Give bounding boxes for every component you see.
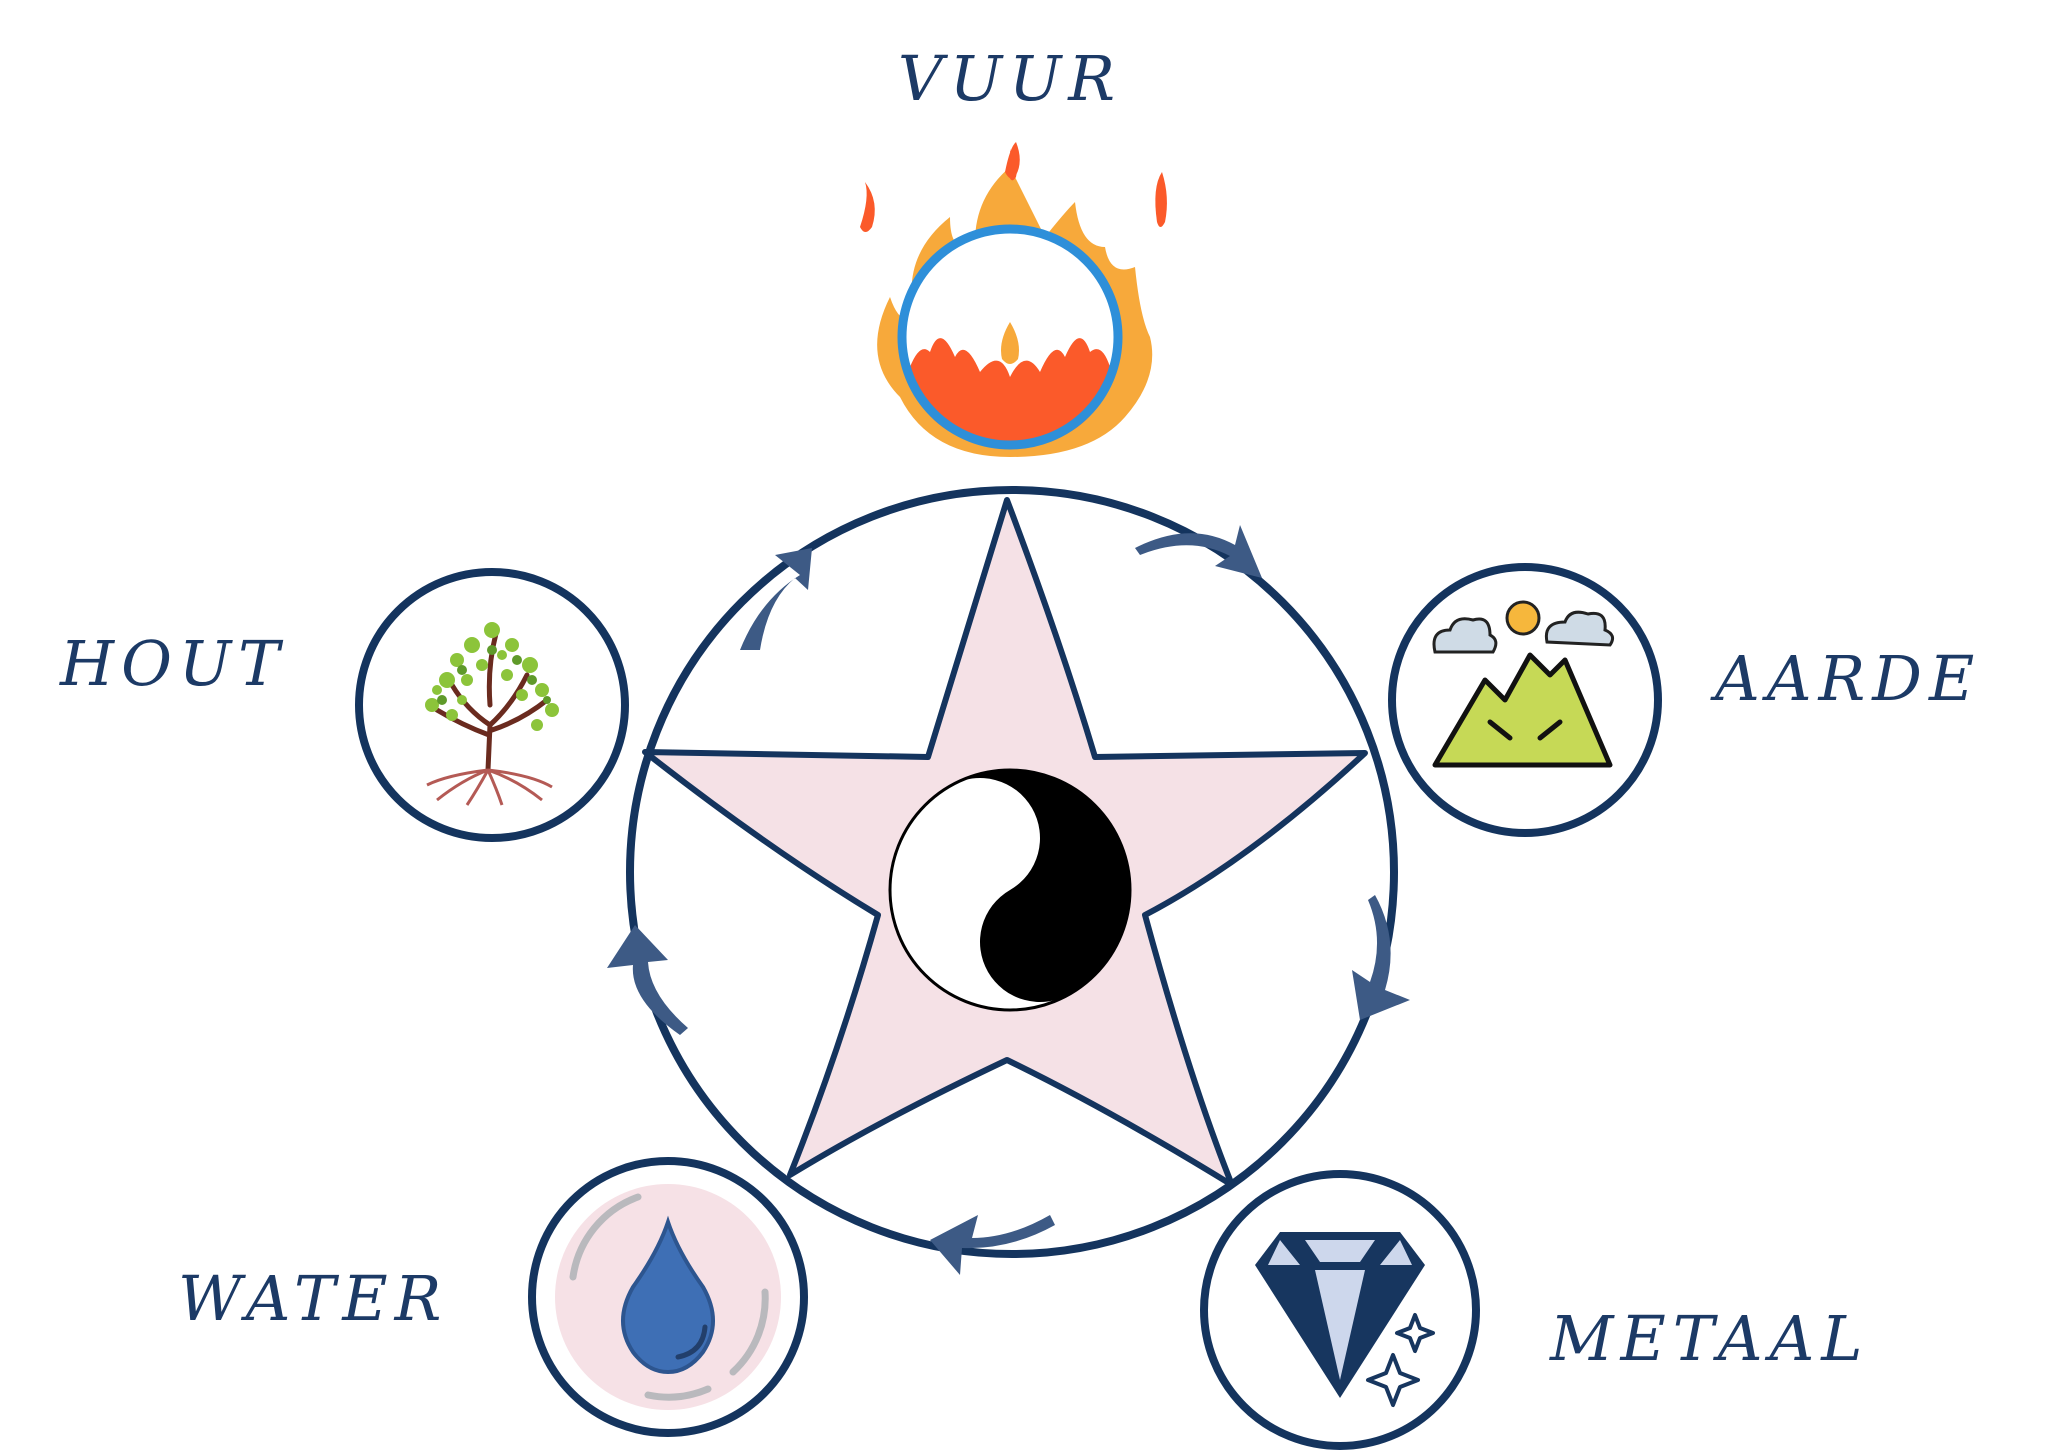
label-wood: HOUT xyxy=(59,627,287,700)
label-metal: METAAL xyxy=(1549,1302,1869,1375)
water-node xyxy=(528,1157,808,1437)
water-drop-icon xyxy=(621,1215,715,1375)
arrow-water-to-wood xyxy=(607,925,688,1035)
label-fire: VUUR xyxy=(898,42,1122,115)
metal-node xyxy=(1200,1170,1480,1450)
cycle-arrows xyxy=(607,525,1410,1275)
label-water: WATER xyxy=(178,1262,448,1335)
fire-ring-icon xyxy=(860,142,1167,457)
tree-icon xyxy=(425,622,559,806)
arrow-fire-to-earth xyxy=(1135,525,1262,578)
mountain-icon xyxy=(1432,600,1615,768)
wood-node xyxy=(355,568,629,842)
arrow-metal-to-water xyxy=(930,1215,1055,1275)
diamond-icon xyxy=(1255,1232,1435,1407)
label-earth: AARDE xyxy=(1710,642,1981,715)
arrow-earth-to-metal xyxy=(1352,895,1410,1020)
arrow-wood-to-fire xyxy=(740,548,812,650)
yin-yang-icon xyxy=(888,768,1132,1012)
earth-node xyxy=(1388,563,1662,837)
